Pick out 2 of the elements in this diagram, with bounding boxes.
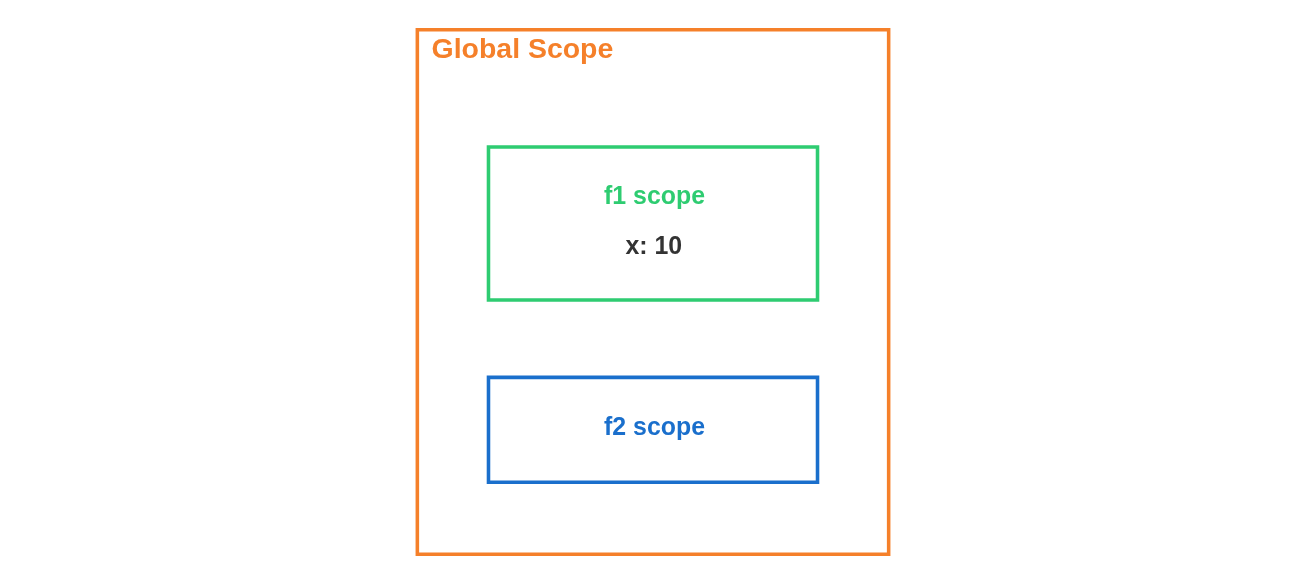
node-box: f2 scope	[486, 375, 820, 485]
node-box: f1 scope x: 10	[486, 145, 820, 302]
